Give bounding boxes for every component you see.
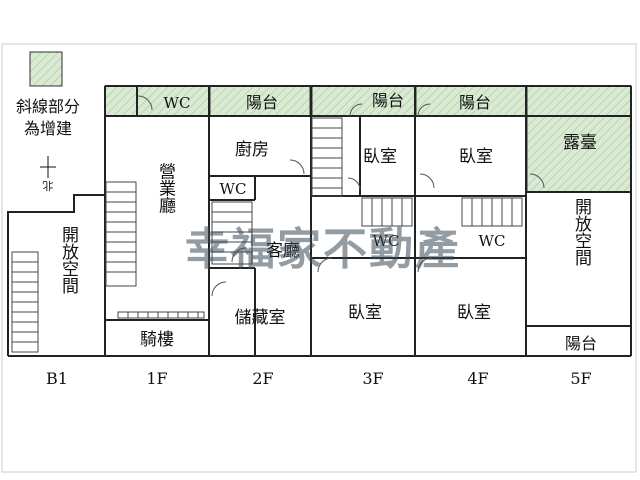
page-frame [1,43,637,473]
4f-wc-label: WC [479,232,506,250]
1f-business-hall-label: 營業廳 [155,162,176,213]
floor-label-b1: B1 [46,369,68,388]
addition-areas [104,85,632,193]
b1-open-space-label: 開放空間 [58,226,79,295]
watermark: 幸福家不動產 [185,224,461,275]
north-arrow-icon [40,156,56,178]
floor-label-1f: 1F [146,369,167,388]
legend-line-2: 為增建 [24,119,72,138]
legend-line-1: 斜線部分 [16,97,80,116]
doors [137,95,545,297]
1f-wc-label: WC [164,94,191,112]
2f-storage-label: 儲藏室 [235,308,286,328]
floor-label-2f: 2F [252,369,273,388]
floor-label-4f: 4F [467,369,488,388]
5f-terrace-label: 露臺 [563,133,597,153]
floor-label-3f: 3F [362,369,383,388]
5f-open-space-label: 開放空間 [571,198,592,267]
stairs [11,117,523,353]
floor-labels: B1 1F 2F 3F 4F 5F [46,369,592,388]
4f-bedroom-bottom-label: 臥室 [457,303,491,323]
floor-label-5f: 5F [570,369,591,388]
2f-balcony-label: 陽台 [246,93,278,112]
5f-balcony-label: 陽台 [565,334,597,353]
3f-bedroom-top-label: 臥室 [363,147,397,167]
legend-swatch [29,51,63,87]
3f-balcony-label: 陽台 [372,91,404,110]
north-label: 北 [43,179,54,192]
3f-bedroom-bottom-label: 臥室 [348,303,382,323]
legend: 斜線部分 為增建 北 [16,51,80,192]
4f-bedroom-top-label: 臥室 [459,147,493,167]
walls [7,85,632,357]
3f-wc-label: WC [373,232,400,250]
2f-wc-label: WC [220,180,247,198]
room-labels: 開放空間 WC 營業廳 騎樓 陽台 廚房 WC 客廳 儲藏室 陽台 臥室 WC … [58,91,597,353]
2f-kitchen-label: 廚房 [235,139,269,160]
2f-living-room-label: 客廳 [266,241,300,261]
4f-balcony-label: 陽台 [459,93,491,112]
1f-arcade-label: 騎樓 [140,330,174,350]
